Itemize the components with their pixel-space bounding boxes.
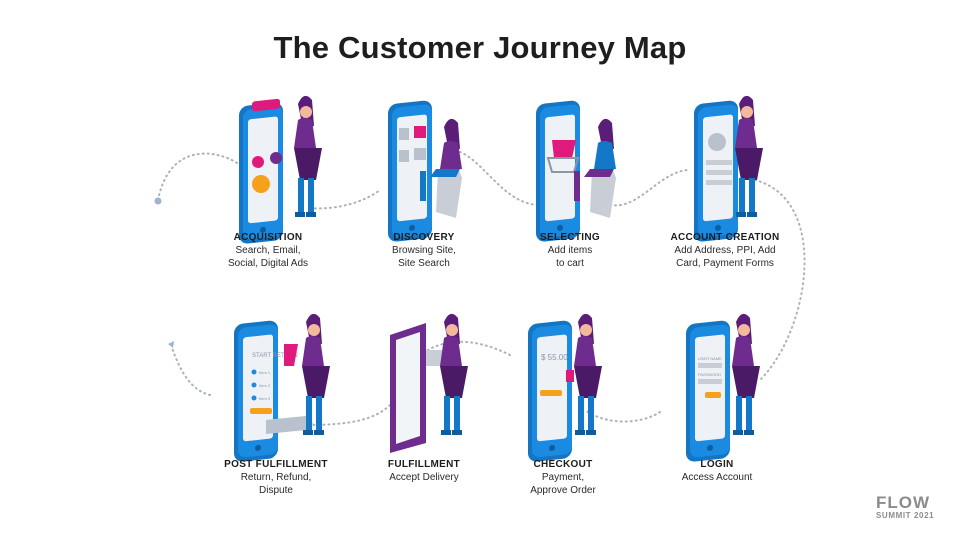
stage-account-creation-name: ACCOUNT CREATION [670, 232, 780, 243]
stage-login-name: LOGIN [700, 459, 734, 470]
stage-selecting: SELECTING Add items to cart [485, 231, 655, 270]
checkout-illustration: $ 55.00 [528, 313, 602, 463]
stage-discovery-desc: Browsing Site, Site Search [392, 245, 456, 269]
path-end-arrow [168, 341, 174, 348]
account-creation-illustration [694, 95, 763, 243]
stage-selecting-desc: Add items to cart [547, 245, 593, 269]
page-title: The Customer Journey Map [273, 30, 687, 65]
stage-login-desc: Access Account [681, 472, 753, 483]
stage-fulfillment: FULFILLMENT Accept Delivery [339, 458, 509, 484]
path-start-dot [154, 197, 162, 205]
return-item-3: Item 3 [259, 396, 271, 401]
stage-account-creation-desc: Add Address, PPI, Add Card, Payment Form… [674, 245, 776, 269]
brand-summit: SUMMIT 2021 [876, 511, 935, 520]
stage-account-creation: ACCOUNT CREATION Add Address, PPI, Add C… [640, 231, 810, 270]
stage-post-fulfillment-name: POST FULFILLMENT [224, 459, 328, 470]
selecting-illustration [536, 99, 616, 243]
post-fulfillment-illustration: START RETURN Item 1 Item 2 Item 3 [234, 313, 330, 463]
stage-discovery: DISCOVERY Browsing Site, Site Search [339, 231, 509, 270]
stage-acquisition: ACQUISITION Search, Email, Social, Digit… [183, 231, 353, 270]
start-return-label: START RETURN [252, 353, 298, 359]
stage-post-fulfillment: POST FULFILLMENT Return, Refund, Dispute [191, 458, 361, 497]
login-password-label: PASSWORD [698, 372, 721, 377]
acquisition-illustration [239, 95, 322, 245]
return-item-2: Item 2 [259, 383, 271, 388]
stage-post-fulfillment-desc: Return, Refund, Dispute [240, 472, 312, 496]
stage-discovery-name: DISCOVERY [393, 232, 455, 243]
flow-summit-logo: FLOW SUMMIT 2021 [876, 494, 946, 520]
stage-acquisition-desc: Search, Email, Social, Digital Ads [227, 245, 309, 269]
stage-selecting-name: SELECTING [540, 232, 600, 243]
stage-login: LOGIN Access Account [632, 458, 802, 484]
stage-fulfillment-desc: Accept Delivery [389, 472, 459, 483]
login-illustration: USER NAME PASSWORD [686, 313, 760, 463]
stage-fulfillment-name: FULFILLMENT [387, 459, 461, 470]
discovery-illustration [388, 99, 462, 243]
stage-checkout: CHECKOUT Payment, Approve Order [478, 458, 648, 497]
checkout-price: $ 55.00 [541, 353, 568, 362]
stage-acquisition-name: ACQUISITION [233, 232, 303, 243]
stage-checkout-name: CHECKOUT [533, 459, 593, 470]
return-item-1: Item 1 [259, 370, 271, 375]
login-username-label: USER NAME [698, 356, 722, 361]
fulfillment-illustration [390, 313, 468, 453]
stage-checkout-desc: Payment, Approve Order [530, 472, 596, 496]
brand-flow: FLOW [876, 493, 931, 512]
